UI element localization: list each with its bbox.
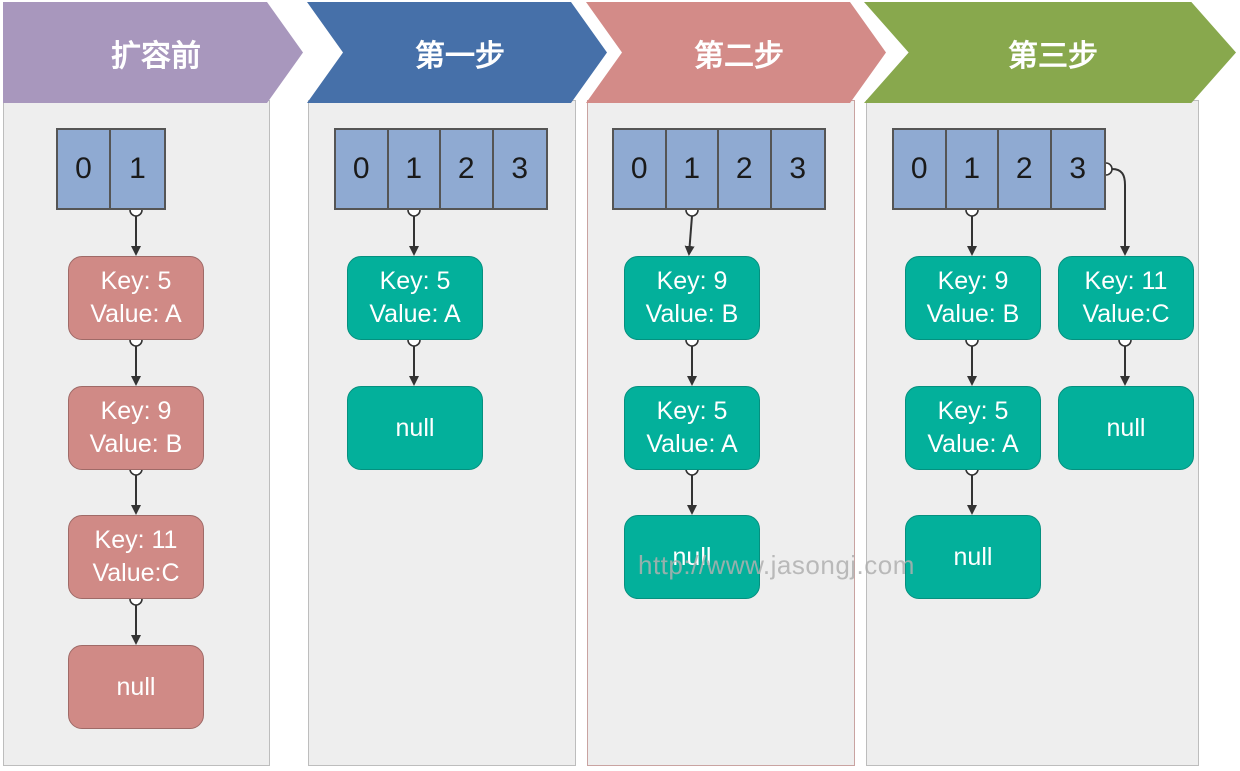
entry-node: Key: 5 Value: A [347,256,483,340]
null-node: null [624,515,760,599]
entry-node: Key: 9 Value: B [68,386,204,470]
array-cell: 2 [719,130,772,208]
node-key: Key: 9 [937,267,1009,295]
header-before: 扩容前 [3,2,303,103]
entry-node: Key: 5 Value: A [68,256,204,340]
array-cell: 0 [894,130,947,208]
array-cell: 0 [336,130,389,208]
null-label: null [672,542,712,571]
entry-node: Key: 9 Value: B [624,256,760,340]
node-value: Value: A [646,430,738,458]
null-label: null [116,672,156,701]
entry-node: Key: 11 Value:C [1058,256,1194,340]
array-step3: 0 1 2 3 [892,128,1106,210]
array-cell: 3 [1069,152,1087,185]
header-step2: 第二步 [586,2,886,103]
node-key: Key: 5 [656,397,728,425]
header-step1: 第一步 [307,2,607,103]
node-key: Key: 11 [1084,267,1168,295]
array-cell: 3 [789,152,807,185]
array-step1: 0 1 2 3 [334,128,548,210]
node-key: Key: 5 [937,397,1009,425]
null-node: null [347,386,483,470]
node-key: Key: 5 [100,267,172,295]
header-before-label: 扩容前 [111,39,201,73]
array-cell: 0 [614,130,667,208]
header-step1-label: 第一步 [415,39,505,73]
array-cell: 3 [511,152,529,185]
node-key: Key: 5 [379,267,451,295]
node-value: Value: A [369,300,461,328]
watermark-text: http://www.jasongj.com [638,550,915,580]
null-label: null [395,413,435,442]
node-value: Value:C [92,559,180,587]
null-node: null [905,515,1041,599]
entry-node: Key: 5 Value: A [905,386,1041,470]
array-cell: 2 [999,130,1052,208]
node-key: Key: 9 [656,267,728,295]
array-cell: 0 [58,130,111,208]
node-value: Value: B [926,300,1020,328]
array-cell: 1 [667,130,719,208]
node-value: Value: A [927,430,1019,458]
entry-node: Key: 9 Value: B [905,256,1041,340]
array-cell: 1 [947,130,999,208]
header-step3-label: 第三步 [1008,39,1098,73]
node-value: Value:C [1082,300,1170,328]
null-label: null [1106,413,1146,442]
array-cell: 1 [129,152,146,185]
header-step2-label: 第二步 [694,39,784,73]
node-value: Value: B [89,430,183,458]
array-cell: 1 [389,130,441,208]
array-step2: 0 1 2 3 [612,128,826,210]
entry-node: Key: 5 Value: A [624,386,760,470]
array-cell: 2 [441,130,494,208]
node-key: Key: 11 [94,526,178,554]
node-key: Key: 9 [100,397,172,425]
node-value: Value: A [90,300,182,328]
null-label: null [953,542,993,571]
array-before: 0 1 [56,128,166,210]
null-node: null [68,645,204,729]
entry-node: Key: 11 Value:C [68,515,204,599]
node-value: Value: B [645,300,739,328]
null-node: null [1058,386,1194,470]
header-step3: 第三步 [864,2,1236,103]
